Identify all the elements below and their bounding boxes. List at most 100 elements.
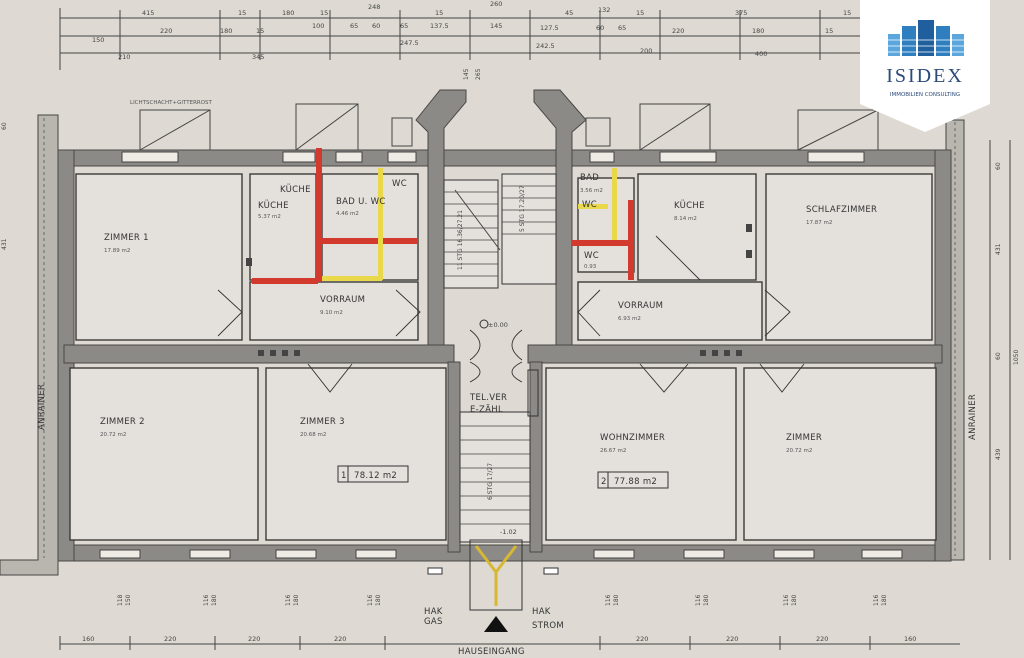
room-zimmer1 <box>75 173 243 341</box>
top-dim2-3: 180 <box>220 27 232 35</box>
win-h-4: 180 <box>211 594 218 606</box>
right-dim-1: 60 <box>995 162 1002 170</box>
top-dim2-10: 145 <box>490 22 502 30</box>
apt1-area: 78.12 m2 <box>354 471 397 481</box>
top-dim3-5: 200 <box>640 47 652 55</box>
win-h-6: 180 <box>293 594 300 606</box>
apt2-area: 77.88 m2 <box>614 477 657 487</box>
room-schlafzimmer <box>765 173 933 341</box>
room-kueche2 <box>637 173 757 281</box>
hak-gas-2: GAS <box>424 617 443 627</box>
apt1-number: 1 <box>341 471 347 481</box>
wc2-area: 0.93 <box>584 264 597 270</box>
apt2-number: 2 <box>601 477 607 487</box>
win-h-2: 150 <box>125 594 132 606</box>
top-dim-3: 180 <box>282 9 294 17</box>
renovation-markers <box>252 148 634 284</box>
wc-red-label: WC <box>392 179 407 189</box>
door-swings <box>217 235 805 393</box>
bottom-dim-6: 220 <box>726 635 738 643</box>
top-dim-10: 15 <box>636 9 644 17</box>
zimmer1-area: 17.89 m2 <box>104 248 130 254</box>
win-h-13: 116 <box>783 594 790 606</box>
win-h-12: 180 <box>703 594 710 606</box>
logo-tagline: IMMOBILIEN CONSULTING <box>890 92 960 98</box>
top-dim-11: 375 <box>735 9 747 17</box>
anrainer-left-label: ANRAINER <box>37 384 47 430</box>
stair-dim-2: 265 <box>475 68 482 80</box>
stair-up-label: 11 STG 16.36/27.21 <box>457 210 464 270</box>
win-h-15: 116 <box>873 594 880 606</box>
vorraum1-area: 9.10 m2 <box>320 310 343 316</box>
top-dimension-text: 415 15 180 15 248 15 260 45 132 15 375 1… <box>92 0 851 80</box>
chimneys <box>246 224 752 356</box>
room-wohnzimmer <box>545 367 737 541</box>
meter-cabinet <box>527 369 539 417</box>
top-dim2-11: 127.5 <box>540 24 559 32</box>
zimmer3-label: ZIMMER 3 <box>300 417 345 427</box>
win-h-5: 116 <box>285 594 292 606</box>
top-dim2-8: 65 <box>400 22 408 30</box>
apt1-area-box: 1 78.12 m2 <box>337 465 409 483</box>
top-dim3-4: 242.5 <box>536 42 555 50</box>
wc2-label: WC <box>584 251 599 261</box>
top-dim-9: 132 <box>598 6 610 14</box>
e-zaehl-label: E-ZÄHL <box>470 404 503 415</box>
wc2-red-label: WC <box>582 200 597 210</box>
zimmer1-label: ZIMMER 1 <box>104 233 149 243</box>
top-dim-2: 15 <box>238 9 246 17</box>
room-vorraum1 <box>249 281 419 341</box>
top-dim2-1: 150 <box>92 36 104 44</box>
top-dim-5: 248 <box>368 3 380 11</box>
vorraum1-label: VORRAUM <box>320 295 365 305</box>
bottom-dim-4: 220 <box>334 635 346 643</box>
top-dim2-4: 15 <box>256 27 264 35</box>
lichtschacht-label: LICHTSCHACHT+GITTERROST <box>130 100 213 106</box>
top-dim-12: 15 <box>843 9 851 17</box>
top-dim3-6: 400 <box>755 50 767 58</box>
bottom-dim-1: 160 <box>82 635 94 643</box>
top-dim-8: 45 <box>565 9 573 17</box>
top-dim-7: 260 <box>490 0 502 8</box>
isidex-logo: ISIDEX IMMOBILIEN CONSULTING <box>860 0 990 132</box>
room-bad2 <box>577 177 635 273</box>
stair-down-label: 6 STG 17/27 <box>487 463 494 500</box>
level-main: ±0.00 <box>488 321 508 329</box>
right-dim-4: 439 <box>995 448 1002 460</box>
room-zimmer2 <box>69 367 259 541</box>
right-dim-3: 60 <box>995 352 1002 360</box>
top-dim-6: 15 <box>435 9 443 17</box>
room-bad-wc <box>321 173 419 281</box>
right-dimension-text: 60 431 60 439 1050 <box>995 162 1020 460</box>
win-h-7: 116 <box>367 594 374 606</box>
room-labels: ZIMMER 1 17.89 m2 KÜCHE 5.37 m2 KÜCHE BA… <box>100 173 877 454</box>
kueche2-area: 8.14 m2 <box>674 216 697 222</box>
rooms <box>69 173 937 541</box>
stair-dim-1: 145 <box>463 68 470 80</box>
stair-mid-label: 5 STG 17.20/27 <box>519 185 526 232</box>
zimmer4-area: 20.72 m2 <box>786 448 812 454</box>
staircase <box>443 173 557 543</box>
top-dim2-15: 180 <box>752 27 764 35</box>
bottom-dimension-text: 160 220 220 220 220 220 220 160 <box>82 635 916 643</box>
win-h-3: 116 <box>203 594 210 606</box>
bottom-dimension-lines <box>59 636 960 650</box>
kueche-red-label: KÜCHE <box>280 184 311 195</box>
top-dim2-9: 137.5 <box>430 22 449 30</box>
bad-wc-label: BAD U. WC <box>336 197 386 207</box>
wohnzimmer-label: WOHNZIMMER <box>600 433 665 443</box>
top-dim2-12: 60 <box>596 24 604 32</box>
schlafzimmer-area: 17.87 m2 <box>806 220 832 226</box>
right-dim-5: 1050 <box>1013 350 1020 365</box>
top-dimension-lines <box>59 8 860 70</box>
bottom-dim-7: 220 <box>816 635 828 643</box>
left-neighbor-wall <box>0 114 59 576</box>
kueche1-area: 5.37 m2 <box>258 214 281 220</box>
vorraum2-area: 6.93 m2 <box>618 316 641 322</box>
bottom-dim-2: 220 <box>164 635 176 643</box>
logo-brand: ISIDEX <box>886 65 964 87</box>
level-entry: -1.02 <box>500 528 517 536</box>
top-dim3-2: 345 <box>252 53 264 61</box>
vorraum2-label: VORRAUM <box>618 301 663 311</box>
bad2-area: 3.56 m2 <box>580 188 603 194</box>
